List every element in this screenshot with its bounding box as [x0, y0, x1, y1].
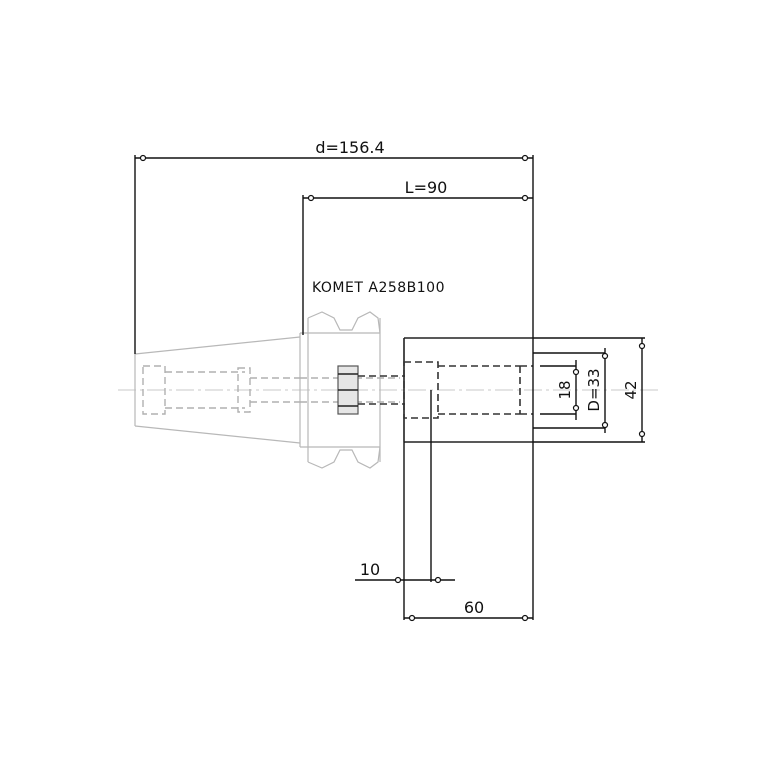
- flange: [300, 311, 400, 469]
- dimension-overall-length: d=156.4: [135, 138, 533, 162]
- dimension-holder-length: L=90: [303, 178, 533, 202]
- dimension-d33: D=33: [585, 348, 609, 433]
- part-number-label: KOMET A258B100: [312, 280, 445, 296]
- dimension-60: 60: [404, 598, 533, 622]
- coolant-screw: [337, 365, 405, 415]
- dim-18-label: 18: [556, 380, 574, 399]
- dimension-42: 42: [622, 338, 646, 442]
- dim-60-label: 60: [464, 598, 484, 617]
- overall-length-label: d=156.4: [315, 138, 384, 157]
- taper-shank: [134, 333, 301, 447]
- extension-lines: [134, 155, 645, 620]
- dimension-18: 18: [556, 360, 580, 420]
- dim-10-label: 10: [360, 560, 380, 579]
- dimension-10: 10: [355, 560, 455, 584]
- dim-42-label: 42: [622, 380, 640, 399]
- adapter-body: [403, 337, 533, 443]
- dim-d33-label: D=33: [585, 368, 603, 411]
- holder-length-label: L=90: [405, 178, 448, 197]
